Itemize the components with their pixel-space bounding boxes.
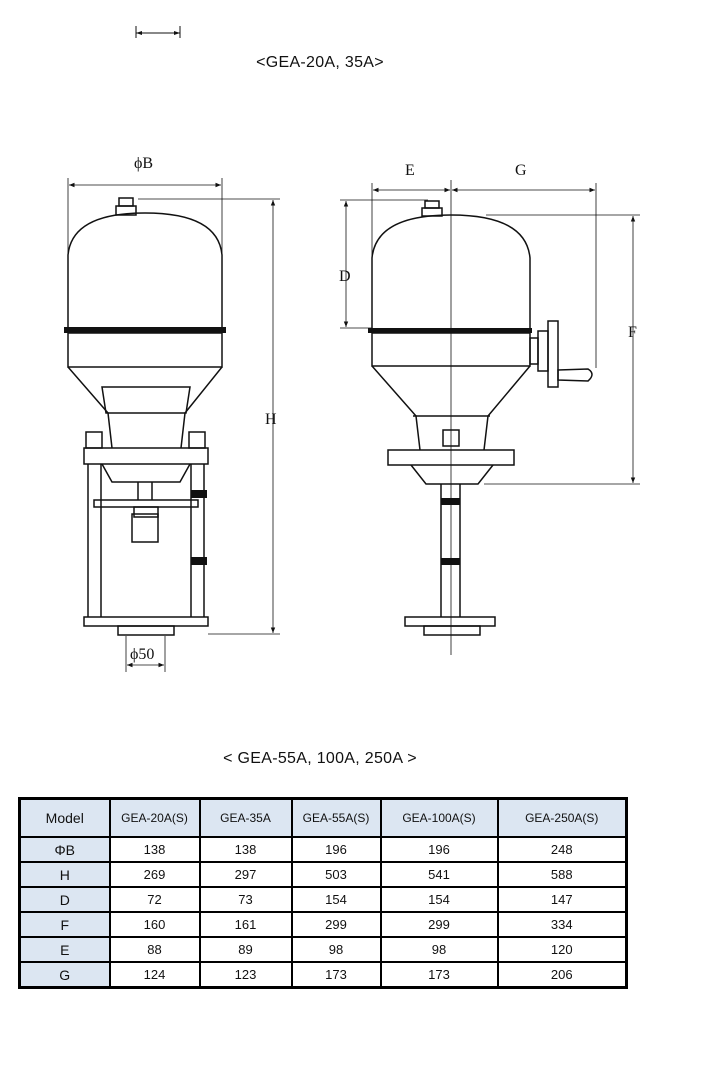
table-cell: 173: [290, 961, 382, 989]
table-row: G 124 123 173 173 206: [18, 961, 628, 989]
table-header-cell: GEA-250A(S): [496, 797, 628, 838]
table-row: E 88 89 98 98 120: [18, 936, 628, 963]
table-cell: 161: [198, 911, 293, 938]
table-cell: 124: [108, 961, 201, 989]
caption-small-models: <GEA-20A, 35A>: [256, 54, 384, 71]
table-cell: 89: [198, 936, 293, 963]
table-cell: 541: [379, 861, 499, 888]
table-cell: 334: [496, 911, 628, 938]
table-cell: 138: [198, 836, 293, 863]
table-cell: 123: [198, 961, 293, 989]
table-cell: 269: [108, 861, 201, 888]
table-row: H 269 297 503 541 588: [18, 861, 628, 888]
table-cell: 154: [379, 886, 499, 913]
table-cell: 154: [290, 886, 382, 913]
table-row-label: E: [18, 936, 111, 963]
dim-label-phi-b: ϕB: [134, 155, 153, 172]
dim-label-h: H: [265, 411, 277, 428]
table-row-label: F: [18, 911, 111, 938]
table-header-cell: GEA-100A(S): [379, 797, 499, 838]
table-header-row: Model GEA-20A(S) GEA-35A GEA-55A(S) GEA-…: [18, 797, 628, 838]
table-header-cell: GEA-55A(S): [290, 797, 382, 838]
dim-label-g: G: [515, 162, 527, 179]
table-cell: 98: [379, 936, 499, 963]
dimension-table: Model GEA-20A(S) GEA-35A GEA-55A(S) GEA-…: [18, 797, 628, 989]
table-row-label: ΦB: [18, 836, 111, 863]
table-row: F 160 161 299 299 334: [18, 911, 628, 938]
table-row-label: H: [18, 861, 111, 888]
dim-label-phi-50: ϕ50: [130, 646, 154, 663]
table-header-cell: GEA-20A(S): [108, 797, 201, 838]
dim-label-e: E: [405, 162, 415, 179]
table-cell: 248: [496, 836, 628, 863]
table-cell: 147: [496, 886, 628, 913]
caption-large-models: < GEA-55A, 100A, 250A >: [223, 750, 417, 767]
right-view-dimensions: [340, 183, 640, 485]
table-cell: 297: [198, 861, 293, 888]
table-cell: 173: [379, 961, 499, 989]
table-cell: 160: [108, 911, 201, 938]
table-cell: 206: [496, 961, 628, 989]
table-cell: 503: [290, 861, 382, 888]
table-row-label: G: [18, 961, 111, 989]
right-view-actuator: [371, 200, 593, 636]
table-cell: 196: [379, 836, 499, 863]
table-cell: 72: [108, 886, 201, 913]
left-view-bands: [64, 327, 226, 565]
table-cell: 138: [108, 836, 201, 863]
table-header-cell: GEA-35A: [198, 797, 293, 838]
left-view-dimensions: [67, 178, 280, 672]
table-row: ΦB 138 138 196 196 248: [18, 836, 628, 863]
table-cell: 196: [290, 836, 382, 863]
table-cell: 299: [290, 911, 382, 938]
table-row: D 72 73 154 154 147: [18, 886, 628, 913]
table-header-model: Model: [18, 797, 111, 838]
right-view-bands: [368, 328, 532, 565]
left-view-actuator: [67, 197, 223, 636]
table-cell: 299: [379, 911, 499, 938]
table-cell: 120: [496, 936, 628, 963]
dim-label-d: D: [339, 268, 351, 285]
technical-drawing: ϕB H ϕ50: [64, 155, 640, 672]
table-cell: 88: [108, 936, 201, 963]
dim-label-f: F: [628, 324, 637, 341]
table-cell: 588: [496, 861, 628, 888]
table-cell: 73: [198, 886, 293, 913]
table-cell: 98: [290, 936, 382, 963]
table-row-label: D: [18, 886, 111, 913]
scale-mark: [135, 26, 181, 38]
